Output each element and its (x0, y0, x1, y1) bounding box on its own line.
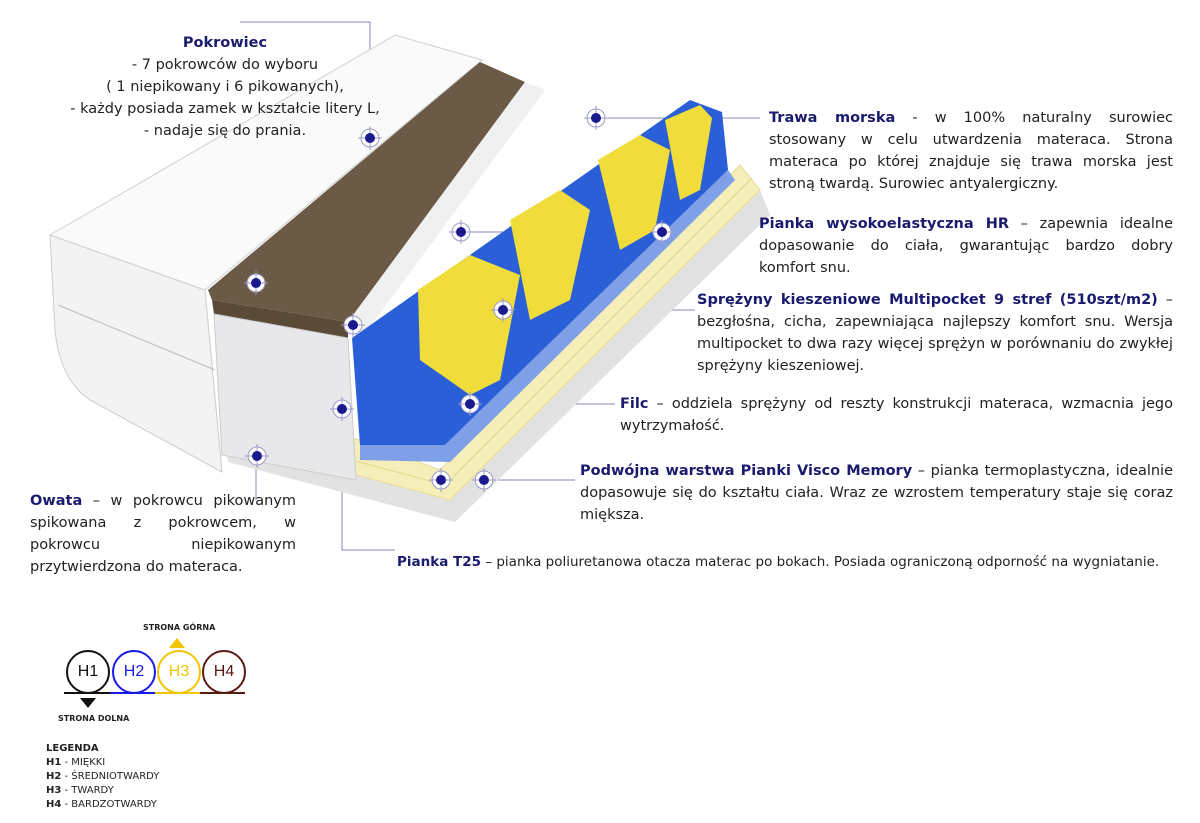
pokrowiec-line: - nadaje się do prania. (143, 123, 307, 139)
pokrowiec-block: Pokrowiec - 7 pokrowców do wyboru ( 1 ni… (40, 32, 410, 142)
sprezyny-text: – bezgłośna, cicha, zapewniająca najleps… (697, 292, 1173, 374)
h2-base-line (110, 692, 155, 694)
owata-block: Owata – w pokrowcu pikowanym spikowana z… (30, 490, 296, 578)
marker-dot-icon (491, 298, 515, 322)
cover-top (48, 34, 484, 291)
hr-foam-side (213, 82, 545, 481)
t25-block: Pianka T25 – pianka poliuretanowa otacza… (397, 551, 1187, 573)
trawa-block: Trawa morska - w 100% naturalny surowiec… (769, 107, 1173, 195)
legend-label: BARDZOTWARDY (71, 799, 157, 810)
hardness-h3: H3 (157, 650, 201, 694)
visco-block: Podwójna warstwa Pianki Visco Memory – p… (580, 460, 1173, 526)
filc-block: Filc – oddziela sprężyny od reszty konst… (620, 393, 1173, 437)
arrow-down-icon (80, 698, 96, 708)
base-foam (225, 190, 770, 522)
top-side-label: STRONA GÓRNA (143, 623, 216, 632)
legend: LEGENDA H1 - MIĘKKI H2 - ŚREDNIOTWARDY H… (46, 743, 160, 810)
marker-dot-icon (449, 220, 473, 244)
arrow-up-icon (169, 638, 185, 648)
trawa-text: - w 100% naturalny surowiec stosowany w … (769, 110, 1173, 192)
pokrowiec-line: - 7 pokrowców do wyboru (131, 57, 319, 73)
pokrowiec-title: Pokrowiec (182, 35, 268, 51)
marker-dot-icon (244, 271, 268, 295)
trawa-title: Trawa morska (769, 110, 896, 126)
legend-code: H2 (46, 771, 62, 782)
filc-text: – oddziela sprężyny od reszty konstrukcj… (620, 396, 1173, 434)
marker-dot-icon (245, 444, 269, 468)
bottom-side-label: STRONA DOLNA (58, 714, 130, 723)
legend-code: H4 (46, 799, 62, 810)
marker-dot-icon (330, 397, 354, 421)
h4-base-line (200, 692, 245, 694)
hr-title: Pianka wysokoelastyczna HR (759, 216, 1010, 232)
coconut-layer (208, 62, 525, 338)
visco-text: – pianka termoplastyczna, idealnie dopas… (580, 463, 1173, 523)
owata-title: Owata (30, 493, 83, 509)
marker-dot-icon (472, 468, 496, 492)
marker-dot-icon (458, 392, 482, 416)
legend-title: LEGENDA (46, 743, 99, 754)
legend-code: H3 (46, 785, 62, 796)
hardness-h4: H4 (202, 650, 246, 694)
marker-dot-icon (650, 220, 674, 244)
legend-label: ŚREDNIOTWARDY (71, 771, 160, 782)
hardness-h1: H1 (66, 650, 110, 694)
marker-dot-icon (584, 106, 608, 130)
marker-dot-icon (341, 313, 365, 337)
springs (352, 100, 728, 445)
h3-base-line (155, 692, 200, 694)
visco-title: Podwójna warstwa Pianki Visco Memory (580, 463, 913, 479)
sprezyny-title: Sprężyny kieszeniowe Multipocket 9 stref… (697, 292, 1158, 308)
hr-block: Pianka wysokoelastyczna HR – zapewnia id… (759, 213, 1173, 279)
pokrowiec-line: - każdy posiada zamek w kształcie litery… (70, 101, 380, 117)
t25-text: – pianka poliuretanowa otacza materac po… (481, 554, 1160, 570)
cover-side (49, 234, 223, 473)
marker-dot-icon (429, 468, 453, 492)
legend-label: TWARDY (71, 785, 114, 796)
h1-base-line (64, 692, 110, 694)
t25-title: Pianka T25 (397, 554, 482, 570)
sprezyny-block: Sprężyny kieszeniowe Multipocket 9 stref… (697, 289, 1173, 377)
pokrowiec-line: ( 1 niepikowany i 6 pikowanych), (106, 79, 344, 95)
markers (244, 106, 674, 492)
legend-code: H1 (46, 757, 62, 768)
hardness-h2: H2 (112, 650, 156, 694)
owata-text: – w pokrowcu pikowanym spikowana z pokro… (30, 493, 296, 575)
legend-label: MIĘKKI (71, 757, 106, 768)
marker-dot-icon (358, 126, 382, 150)
hr-text: – zapewnia idealne dopasowanie do ciała,… (759, 216, 1174, 276)
filc-title: Filc (620, 396, 649, 412)
